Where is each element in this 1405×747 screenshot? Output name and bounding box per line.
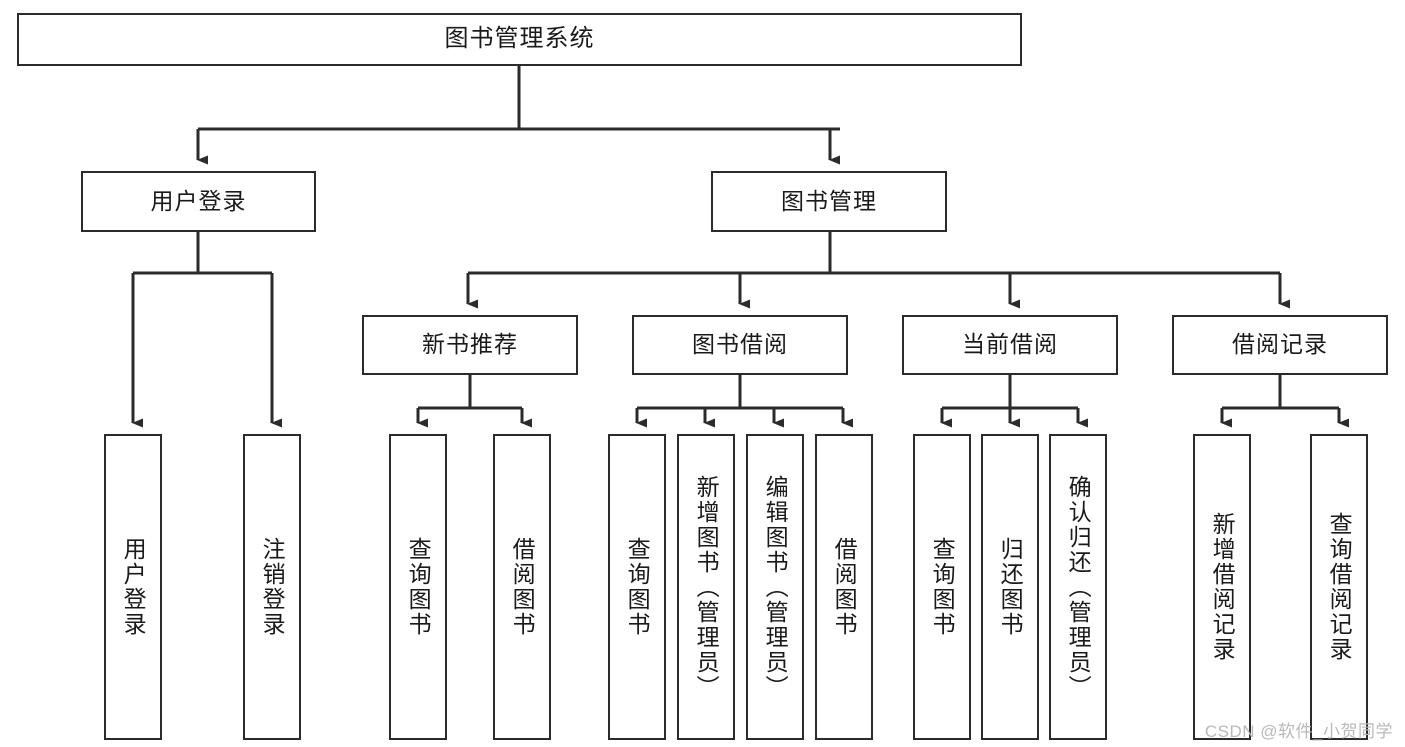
leaf-query-borrow-record[interactable]: 查询借阅记录 [1310,434,1368,740]
node-book-borrow[interactable]: 图书借阅 [632,315,848,375]
node-label: 借阅图书 [509,537,536,637]
leaf-query-book-new-recommendation[interactable]: 查询图书 [389,434,447,740]
leaf-logout[interactable]: 注销登录 [243,434,301,740]
node-label: 查询图书 [405,537,432,637]
node-label: 借阅图书 [831,537,858,637]
leaf-user-login[interactable]: 用户登录 [104,434,162,740]
node-label: 借阅记录 [1232,331,1328,358]
node-label: 确认归还（管理员） [1065,474,1092,700]
node-label: 注销登录 [259,537,286,637]
node-label: 查询借阅记录 [1326,512,1353,662]
leaf-edit-book-admin[interactable]: 编辑图书（管理员） [746,434,804,740]
node-label: 新书推荐 [422,331,518,358]
node-label: 查询图书 [624,537,651,637]
leaf-add-borrow-record[interactable]: 新增借阅记录 [1193,434,1251,740]
leaf-return-book[interactable]: 归还图书 [981,434,1039,740]
node-label: 用户登录 [120,537,147,637]
node-root-book-management-system[interactable]: 图书管理系统 [17,13,1022,66]
leaf-confirm-return-admin[interactable]: 确认归还（管理员） [1049,434,1107,740]
node-label: 图书管理 [781,187,877,214]
node-book-management[interactable]: 图书管理 [711,171,947,232]
node-label: 归还图书 [997,537,1024,637]
node-label: 当前借阅 [962,331,1058,358]
node-label: 新增图书（管理员） [693,474,720,700]
node-label: 图书管理系统 [444,25,595,53]
node-label: 编辑图书（管理员） [762,474,789,700]
node-borrow-record[interactable]: 借阅记录 [1172,315,1388,375]
leaf-query-book-current[interactable]: 查询图书 [913,434,971,740]
leaf-query-book-borrow[interactable]: 查询图书 [608,434,666,740]
node-label: 图书借阅 [692,331,788,358]
node-user-login[interactable]: 用户登录 [81,171,316,232]
node-new-book-recommendation[interactable]: 新书推荐 [362,315,578,375]
node-label: 用户登录 [150,187,247,214]
leaf-borrow-book[interactable]: 借阅图书 [815,434,873,740]
node-label: 查询图书 [929,537,956,637]
leaf-borrow-book-new-recommendation[interactable]: 借阅图书 [493,434,551,740]
watermark-csdn: CSDN @软件_小贺同学 [1204,722,1393,741]
leaf-add-book-admin[interactable]: 新增图书（管理员） [677,434,735,740]
node-current-borrow[interactable]: 当前借阅 [902,315,1118,375]
node-label: 新增借阅记录 [1209,512,1236,662]
